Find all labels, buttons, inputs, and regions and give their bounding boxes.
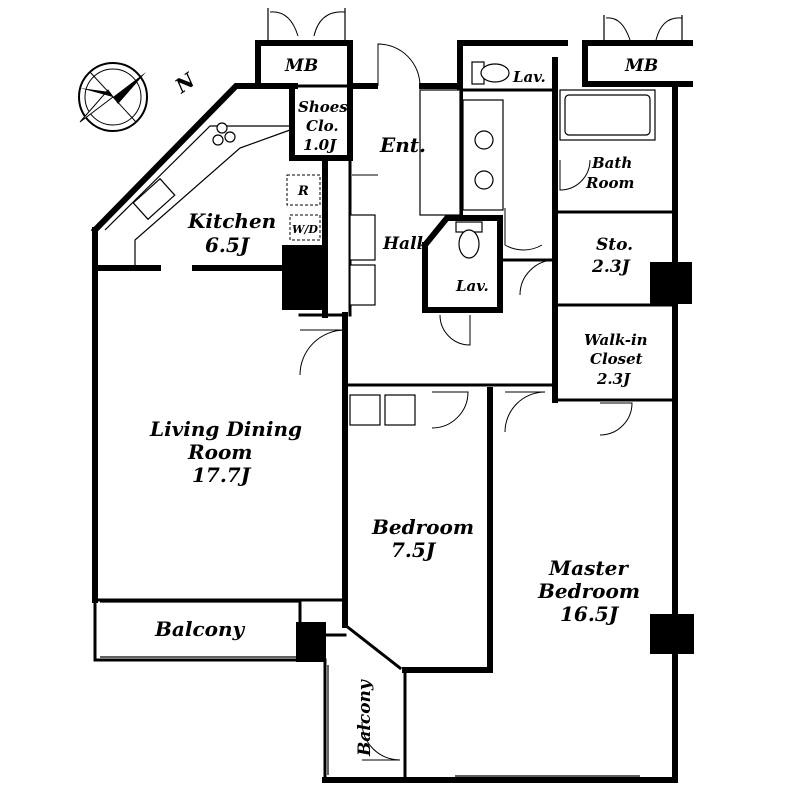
entrance-label: Ent.: [379, 133, 426, 157]
bedroom-label: Bedroom: [371, 515, 474, 539]
master-bedroom-label-line1: Master: [548, 556, 629, 580]
fridge-label: R: [297, 184, 309, 199]
master-bedroom-size: 16.5J: [560, 602, 620, 626]
walk-in-closet-label-line1: Walk-in: [584, 331, 648, 349]
compass-icon: [78, 62, 148, 132]
kitchen-counter: [104, 122, 291, 268]
bath-room-label-line1: Bath: [591, 154, 632, 172]
washer-dryer-label: W/D: [292, 223, 318, 236]
walk-in-closet-size: 2.3J: [596, 370, 631, 388]
toilet-center: [455, 221, 483, 259]
living-dining-size: 17.7J: [192, 463, 252, 487]
doors: [299, 43, 633, 761]
storage-label: Sto.: [596, 235, 633, 255]
washer-dryer-space: [289, 214, 321, 241]
lavatory-center-label: Lav.: [455, 277, 489, 295]
mb-right-label: MB: [624, 56, 658, 76]
storage-size: 2.3J: [591, 257, 631, 277]
mb-left-label: MB: [284, 56, 318, 76]
lavatory-top-label: Lav.: [512, 68, 546, 86]
balcony-left-label: Balcony: [154, 617, 246, 641]
fridge-space: [286, 174, 321, 206]
windows: [100, 8, 683, 783]
toilet-top: [471, 61, 510, 85]
living-dining-label-line2: Room: [187, 440, 252, 464]
living-dining-label-line1: Living Dining: [149, 417, 302, 441]
kitchen-size: 6.5J: [205, 233, 251, 257]
shoes-closet-label-line2: Clo.: [306, 117, 339, 135]
hall-label: Hall: [382, 234, 424, 254]
north-label: N: [170, 67, 200, 98]
bath-room-label-line2: Room: [585, 174, 634, 192]
shoes-closet-label-line1: Shoes: [298, 98, 348, 116]
kitchen-label: Kitchen: [187, 209, 276, 233]
interior-walls: [92, 57, 677, 782]
balcony-bottom-label: Balcony: [355, 679, 375, 757]
master-bedroom-label-line2: Bedroom: [537, 579, 640, 603]
washbasin: [462, 99, 504, 211]
bedroom-size: 7.5J: [391, 538, 437, 562]
pillars: [282, 245, 694, 662]
shoes-closet-size: 1.0J: [303, 136, 337, 154]
walk-in-closet-label-line2: Closet: [590, 350, 643, 368]
bathtub: [559, 89, 656, 141]
